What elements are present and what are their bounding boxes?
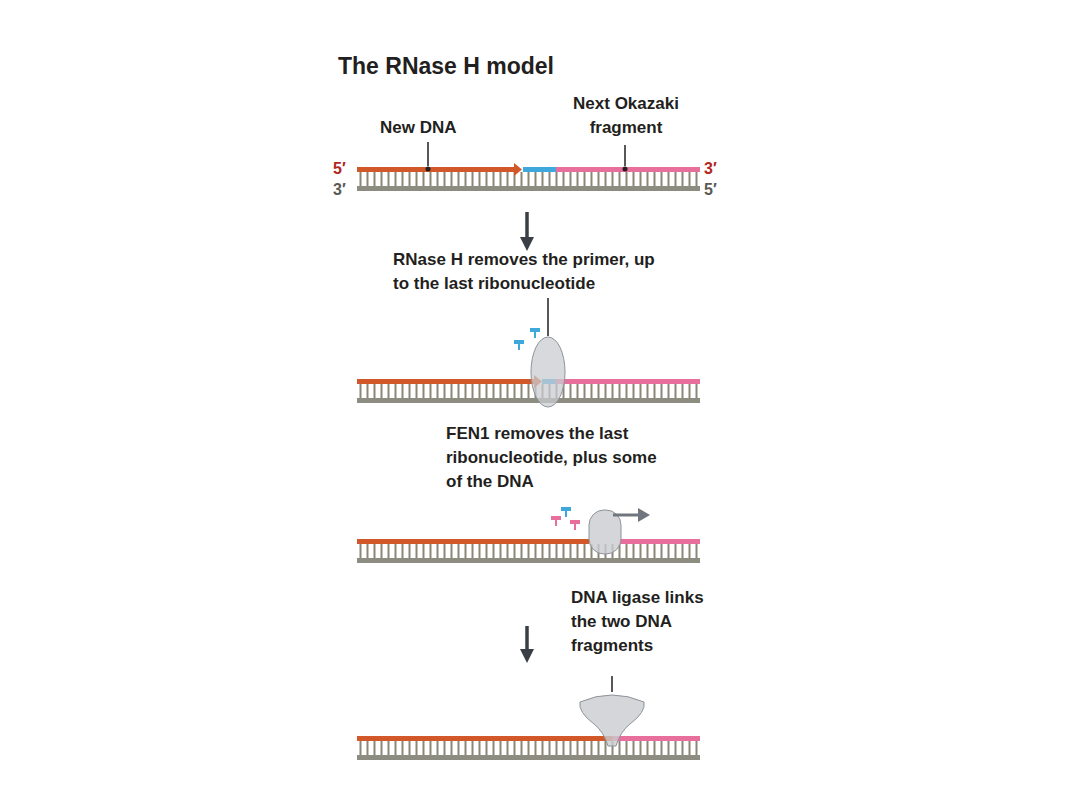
released-nucleotides: [551, 507, 580, 530]
leader-line: [611, 676, 613, 692]
step-arrow: [525, 212, 529, 244]
duplex-2: [357, 328, 700, 407]
step-caption: RNase H removes the primer, up to the la…: [393, 248, 655, 296]
duplex-3: [357, 507, 700, 563]
duplex-1: [357, 163, 700, 191]
step-caption: DNA ligase links the two DNA fragments: [571, 586, 723, 658]
strand-label: Next Okazaki fragment: [565, 92, 687, 140]
released-ribonucleotides: [514, 328, 540, 350]
step-caption: FEN1 removes the last ribonucleotide, pl…: [446, 422, 670, 494]
strand-label: New DNA: [380, 116, 457, 140]
end-label: 3′: [333, 181, 346, 199]
step-arrow: [525, 626, 529, 656]
end-label: 5′: [704, 181, 717, 199]
end-label: 3′: [704, 160, 717, 178]
diagram-title: The RNase H model: [338, 52, 554, 80]
leader-line: [624, 145, 626, 166]
leader-line: [547, 298, 549, 336]
leader-line: [427, 142, 429, 166]
duplex-4: [357, 695, 700, 760]
end-label: 5′: [333, 160, 346, 178]
